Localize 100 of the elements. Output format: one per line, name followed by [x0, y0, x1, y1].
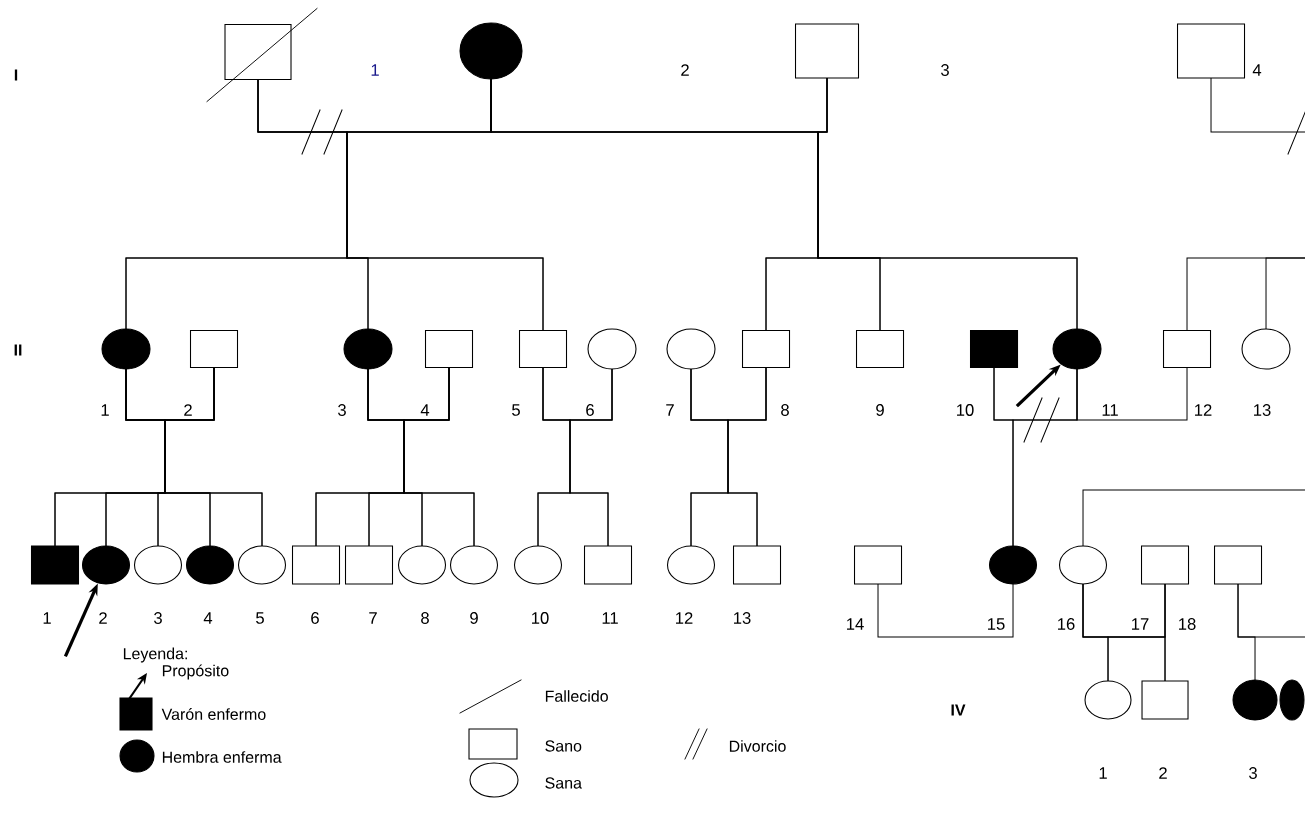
- square-symbol: [1163, 329, 1212, 369]
- individual-number: 7: [666, 404, 674, 416]
- individual-number: 7: [369, 612, 377, 624]
- individual-number: 12: [676, 612, 693, 624]
- legend-heading: Leyenda:: [123, 647, 187, 663]
- filled-square-symbol: [969, 329, 1019, 369]
- individual-number: 9: [470, 612, 478, 624]
- individual-number: 13: [734, 612, 751, 624]
- circle-symbol: [1059, 545, 1108, 585]
- individual-number: 1: [43, 612, 51, 624]
- individual-number: 16: [1058, 618, 1075, 630]
- pedigree-line: [1237, 584, 1256, 680]
- individual-number: 1: [371, 64, 379, 76]
- square-symbol: [189, 329, 239, 369]
- square-symbol: [583, 545, 633, 585]
- filled-circle-symbol: [989, 545, 1038, 585]
- filled-square-symbol: [30, 545, 80, 585]
- filled-circle-symbol: [185, 545, 235, 585]
- individual-number: 10: [532, 612, 549, 624]
- individual-number: 2: [1159, 767, 1167, 779]
- legend-label: Divorcio: [729, 740, 786, 752]
- individual-number: 14: [847, 618, 864, 630]
- legend-label: Sana: [545, 777, 582, 789]
- circle-symbol: [666, 328, 716, 370]
- individual-number: 11: [1102, 404, 1118, 416]
- individual-number: 3: [338, 404, 346, 416]
- square-symbol: [424, 329, 474, 369]
- pedigree-line: [569, 369, 613, 546]
- pedigree-line: [1082, 489, 1305, 546]
- pedigree-line: [1164, 584, 1166, 681]
- legend-label: Varón enfermo: [161, 708, 266, 720]
- legend-label: Fallecido: [545, 690, 608, 702]
- individual-number: 8: [421, 612, 429, 624]
- individual-number: 6: [311, 612, 319, 624]
- legend-label: Hembra enferma: [162, 751, 282, 763]
- individual-number: 2: [99, 612, 107, 624]
- individual-number: 1: [101, 404, 109, 416]
- legend-label: Sano: [545, 740, 582, 752]
- individual-number: 3: [154, 612, 162, 624]
- individual-number: 5: [256, 612, 264, 624]
- individual-number: 15: [988, 618, 1005, 630]
- circle-symbol: [1084, 680, 1132, 720]
- individual-number: 8: [781, 404, 789, 416]
- circle-symbol: [237, 545, 287, 585]
- circle-symbol: [1241, 328, 1291, 370]
- square-symbol: [344, 545, 394, 585]
- marriage-line: [877, 584, 1014, 638]
- pedigree-line: [1265, 257, 1305, 329]
- square-symbol: [1141, 680, 1189, 720]
- individual-number: 4: [420, 404, 430, 416]
- individual-number: 2: [184, 404, 192, 416]
- filled-circle-symbol: [81, 545, 131, 585]
- individual-number: 3: [1249, 767, 1257, 779]
- individual-number: 9: [876, 404, 884, 416]
- generation-numeral: IV: [951, 704, 966, 716]
- pedigree-line: [403, 367, 475, 546]
- pedigree-line: [1012, 369, 1078, 546]
- circle-symbol: [666, 545, 716, 585]
- individual-number: 3: [941, 64, 949, 76]
- individual-number: 11: [602, 612, 618, 624]
- circle-symbol: [587, 328, 637, 370]
- circle-symbol: [133, 545, 183, 585]
- circle-symbol: [449, 545, 499, 585]
- individual-number: 18: [1179, 618, 1196, 630]
- individual-number: 17: [1132, 618, 1149, 630]
- individual-number: 10: [957, 404, 974, 416]
- individual-number: 6: [586, 404, 594, 416]
- individual-number: 12: [1195, 404, 1212, 416]
- individual-number: 4: [1252, 64, 1262, 76]
- square-symbol: [518, 329, 568, 369]
- legend-label: Propósito: [162, 664, 229, 680]
- square-symbol: [853, 545, 903, 585]
- individual-number: 1: [1099, 767, 1107, 779]
- individual-number: 4: [203, 612, 213, 624]
- square-symbol: [855, 329, 905, 369]
- individual-number: 5: [512, 404, 520, 416]
- square-symbol: [1214, 545, 1263, 585]
- marriage-line: [1076, 367, 1188, 421]
- pedigree-line: [727, 367, 767, 546]
- crossed-square-symbol: [206, 8, 318, 102]
- generation-numeral: II: [14, 344, 22, 356]
- filled-circle-symbol: [459, 22, 523, 80]
- square-symbol: [1141, 545, 1190, 585]
- square-symbol: [732, 545, 782, 585]
- square-symbol: [741, 329, 791, 369]
- circle-symbol: [513, 545, 563, 585]
- filled-circle-symbol: [1279, 679, 1305, 721]
- filled-circle-symbol: [343, 328, 393, 370]
- square-symbol: [291, 545, 341, 585]
- pedigree-line: [817, 78, 1078, 329]
- filled-circle-symbol: [101, 328, 151, 370]
- generation-numeral: I: [14, 69, 18, 81]
- square-symbol: [1177, 23, 1246, 79]
- circle-symbol: [397, 545, 447, 585]
- filled-circle-symbol: [1052, 328, 1102, 370]
- filled-circle-symbol: [1232, 679, 1278, 721]
- pedigree-line: [164, 367, 263, 546]
- individual-number: 13: [1254, 404, 1271, 416]
- individual-number: 2: [681, 64, 689, 76]
- marriage-line: [1210, 78, 1305, 155]
